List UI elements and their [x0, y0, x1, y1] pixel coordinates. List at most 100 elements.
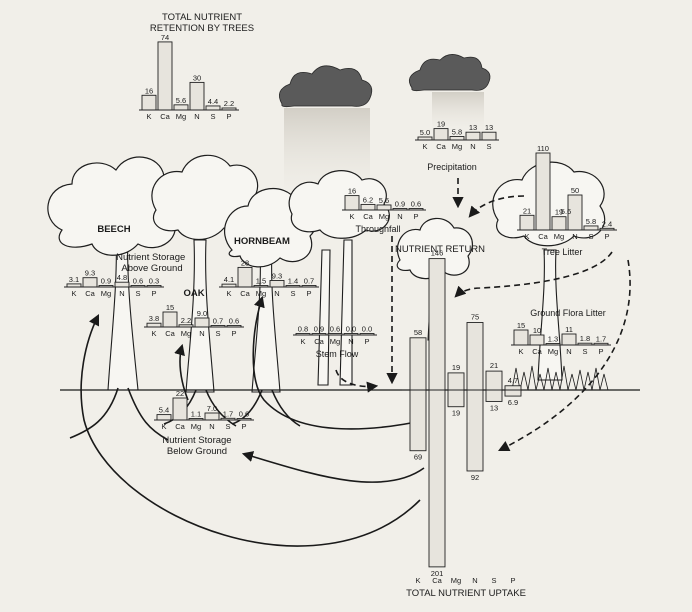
category-label: S — [135, 289, 140, 298]
category-label: P — [604, 232, 609, 241]
category-label: Mg — [451, 576, 461, 585]
value-label: 1.4 — [288, 277, 298, 286]
value-label: 5.6 — [379, 196, 389, 205]
category-label: Ca — [85, 289, 95, 298]
bar-throughfall-Ca — [360, 203, 376, 211]
category-label: K — [349, 212, 354, 221]
chart-title: NUTRIENT RETURN — [395, 244, 485, 255]
category-label: Mg — [176, 112, 186, 121]
bar-below-ground-Ca — [172, 397, 188, 421]
arrow-ground-flora — [497, 259, 631, 452]
value-label: 0.3 — [149, 277, 159, 286]
category-label: P — [231, 329, 236, 338]
value-label: 0.0 — [346, 325, 356, 334]
category-label: N — [194, 112, 199, 121]
value-label: 0.7 — [213, 317, 223, 326]
value-label: 0.6 — [411, 200, 421, 209]
category-label: P — [226, 112, 231, 121]
bar-retention-K — [141, 94, 157, 111]
category-label: N — [472, 576, 477, 585]
bar-beech-N — [114, 281, 130, 288]
bar-hornbeam-Ca — [237, 266, 253, 288]
value-label: 6.2 — [363, 195, 373, 204]
value-label: 21 — [490, 361, 498, 370]
bar-below-ground-K — [156, 414, 172, 421]
value-label: 0.9 — [395, 200, 405, 209]
cloud-icon — [408, 54, 491, 92]
category-label: S — [210, 112, 215, 121]
category-label: P — [413, 212, 418, 221]
value-label: 2.2 — [224, 99, 234, 108]
category-label: K — [518, 347, 523, 356]
label-storage-above: Nutrient Storage Above Ground — [116, 252, 188, 274]
bar-tree-litter-S — [583, 225, 599, 231]
value-label: 3.1 — [69, 275, 79, 284]
value-label: 146 — [431, 249, 444, 258]
category-label: Mg — [330, 337, 340, 346]
value-label: 5.6 — [176, 96, 186, 105]
bar-retention-Mg — [173, 104, 189, 111]
value-label: 19 — [452, 363, 460, 372]
category-label: K — [146, 112, 151, 121]
bar-throughfall-Mg — [376, 204, 392, 211]
category-label: K — [71, 289, 76, 298]
bar-oak-N — [194, 317, 210, 328]
chart-title: Nutrient Storage — [162, 435, 231, 446]
value-label: 28 — [241, 258, 249, 267]
category-label: Mg — [181, 329, 191, 338]
chart-title: HORNBEAM — [234, 236, 290, 247]
category-label: Ca — [165, 329, 175, 338]
bar-retention-Ca — [157, 41, 173, 111]
value-label: 50 — [571, 186, 579, 195]
category-label: P — [510, 576, 515, 585]
category-label: Ca — [314, 337, 324, 346]
category-label: N — [199, 329, 204, 338]
bar-oak-K — [146, 322, 162, 328]
category-label: S — [225, 422, 230, 431]
category-label: N — [119, 289, 124, 298]
category-label: K — [151, 329, 156, 338]
value-label: 16 — [145, 86, 153, 95]
value-label: 2.2 — [181, 316, 191, 325]
cloud-icon — [278, 65, 373, 108]
bar-precipitation-Mg — [449, 136, 465, 141]
value-label: 69 — [414, 453, 422, 462]
category-label: S — [290, 289, 295, 298]
bar-return-N — [466, 322, 484, 391]
bar-return-P — [504, 385, 522, 391]
value-label: 5.8 — [452, 128, 462, 137]
value-label: 3.8 — [149, 314, 159, 323]
value-label: 0.9 — [314, 325, 324, 334]
bar-uptake-P — [504, 389, 522, 397]
bar-precipitation-Ca — [433, 128, 449, 141]
category-label: P — [364, 337, 369, 346]
category-label: N — [397, 212, 402, 221]
value-label: 0.6 — [133, 277, 143, 286]
bar-precipitation-S — [481, 131, 497, 141]
category-label: P — [241, 422, 246, 431]
category-label: Mg — [554, 232, 564, 241]
bar-return-Ca — [428, 258, 446, 391]
value-label: 1.7 — [596, 334, 606, 343]
value-label: 15 — [517, 321, 525, 330]
value-label: 92 — [471, 473, 479, 482]
value-label: 7.0 — [207, 404, 217, 413]
category-label: Ca — [175, 422, 185, 431]
value-label: 58 — [414, 328, 422, 337]
value-label: 11 — [565, 325, 573, 334]
hornbeam-roots — [231, 389, 301, 427]
bar-uptake-N — [466, 389, 484, 472]
category-label: Ca — [436, 142, 446, 151]
category-label: Ca — [363, 212, 373, 221]
value-label: 2.4 — [602, 219, 612, 228]
value-label: 19 — [555, 208, 563, 217]
category-label: K — [300, 337, 305, 346]
